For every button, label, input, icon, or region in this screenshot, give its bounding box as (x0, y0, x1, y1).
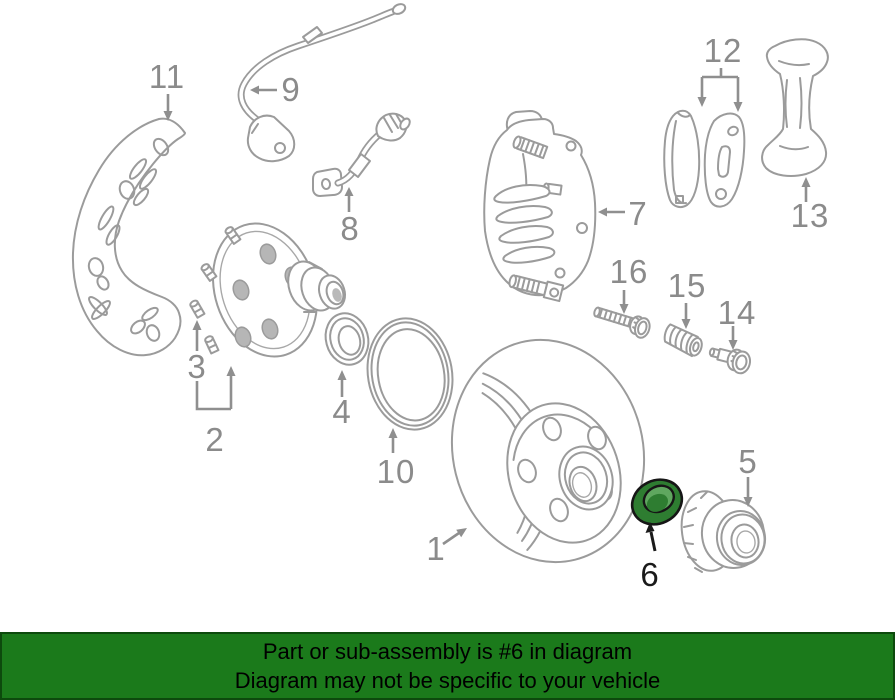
callout-1: 1 (426, 530, 446, 567)
diagram-disclaimer-banner: Part or sub-assembly is #6 in diagram Di… (0, 632, 895, 700)
callout-2: 2 (205, 421, 225, 458)
callout-10: 10 (376, 453, 416, 490)
part-caliper-bracket-drawing (761, 38, 829, 177)
part-rotor-drawing (450, 338, 646, 564)
callout-16: 16 (609, 253, 649, 290)
part-short-bolt-drawing (708, 347, 752, 375)
callout-arrows (163, 68, 811, 552)
callout-14: 14 (717, 294, 757, 331)
banner-line2: Diagram may not be specific to your vehi… (234, 668, 661, 693)
part-caliper-drawing (483, 110, 597, 303)
callout-4: 4 (332, 393, 352, 430)
callout-13: 13 (790, 197, 830, 234)
part-retainer-ring-drawing (366, 317, 454, 431)
part-hub-drawing (189, 222, 346, 358)
callout-3: 3 (187, 348, 207, 385)
diagram-artwork (71, 3, 829, 573)
part-highlighted-seal-drawing (630, 478, 684, 526)
part-brake-pads-drawing (663, 109, 746, 209)
callout-6-highlighted: 6 (640, 556, 660, 593)
callout-12: 12 (703, 32, 743, 69)
callout-15: 15 (667, 267, 707, 304)
part-brake-hose-drawing (312, 112, 411, 197)
part-dust-shield-drawing (71, 117, 186, 357)
part-hub-bearing-drawing (680, 490, 767, 573)
banner-line1: Part or sub-assembly is #6 in diagram (262, 639, 633, 664)
callout-5: 5 (738, 443, 758, 480)
callout-11: 11 (148, 58, 186, 95)
part-sensor-wire-drawing (237, 3, 407, 163)
part-boot-sleeve-drawing (663, 323, 703, 358)
part-inner-seal-drawing (324, 312, 370, 366)
part-guide-bolt-drawing (593, 306, 651, 339)
callout-8: 8 (340, 210, 360, 247)
callout-9: 9 (281, 71, 301, 108)
callout-7: 7 (628, 195, 648, 232)
